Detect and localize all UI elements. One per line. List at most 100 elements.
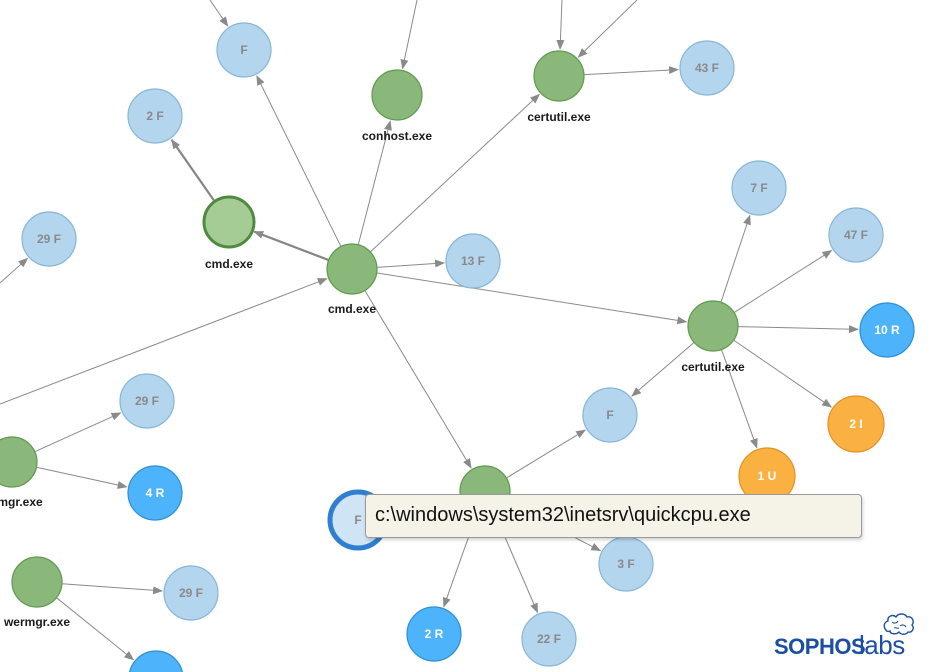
node-conhost[interactable]: conhost.exe bbox=[362, 69, 432, 143]
edge-cmd_center-to-cmd_left bbox=[253, 230, 330, 262]
edge-wermgr_1-to-r_4 bbox=[36, 466, 128, 489]
process-label: mgr.exe bbox=[0, 495, 43, 509]
node-f_29b[interactable]: 29 F bbox=[119, 373, 175, 429]
edge-cmd_center-to-f_top bbox=[256, 75, 342, 247]
process-label: conhost.exe bbox=[362, 129, 432, 143]
node-circle-process[interactable] bbox=[0, 436, 38, 488]
node-circle-process[interactable] bbox=[533, 50, 585, 102]
node-i_2[interactable]: 2 I bbox=[827, 395, 885, 453]
edge-certutil_right-to-i_2 bbox=[733, 339, 833, 408]
node-circle-file[interactable] bbox=[521, 611, 577, 667]
edge-quickcpu-to-f_mid bbox=[506, 429, 587, 479]
sophoslabs-logo: SOPHOS labs bbox=[774, 612, 934, 662]
edge-ext_left2-to-f_29a bbox=[0, 257, 29, 284]
node-certutil_right[interactable]: certutil.exe bbox=[681, 300, 745, 374]
path-tooltip: c:\windows\system32\inetsrv\quickcpu.exe bbox=[365, 494, 862, 538]
edge-wermgr_1-to-f_29b bbox=[34, 412, 122, 453]
process-label: certutil.exe bbox=[527, 110, 591, 124]
node-count-label: 3 F bbox=[617, 557, 634, 571]
node-circle-process[interactable] bbox=[326, 243, 378, 295]
node-circle-file[interactable] bbox=[731, 160, 787, 216]
edge-certutil_top-to-f_43 bbox=[583, 66, 680, 76]
node-f_22[interactable]: 22 F bbox=[521, 611, 577, 667]
node-circle-file[interactable] bbox=[216, 22, 272, 78]
node-wermgr_2[interactable]: wermgr.exe bbox=[3, 556, 70, 629]
node-count-label: F bbox=[240, 43, 247, 57]
node-f_13[interactable]: 13 F bbox=[445, 233, 501, 289]
node-circle-process[interactable] bbox=[371, 69, 423, 121]
node-layer: F 2 F 29 F conhost.exe certutil.exe 43 F cmd.e… bbox=[0, 22, 915, 672]
node-wermgr_1[interactable]: mgr.exe bbox=[0, 436, 43, 509]
node-certutil_top[interactable]: certutil.exe bbox=[527, 50, 591, 124]
node-circle-other[interactable] bbox=[827, 395, 885, 453]
node-count-label: 47 F bbox=[844, 228, 868, 242]
edge-cmd_center-to-quickcpu bbox=[364, 290, 472, 469]
node-circle-registry[interactable] bbox=[127, 465, 183, 521]
node-circle-registry[interactable] bbox=[129, 650, 183, 672]
node-f_3[interactable]: 3 F bbox=[598, 536, 654, 592]
process-label: cmd.exe bbox=[328, 302, 376, 316]
node-circle-file[interactable] bbox=[127, 88, 183, 144]
node-cmd_center[interactable]: cmd.exe bbox=[326, 243, 378, 316]
node-count-label: 29 F bbox=[179, 586, 203, 600]
edge-certutil_right-to-f_7 bbox=[720, 214, 751, 303]
node-circle-registry[interactable] bbox=[859, 302, 915, 358]
node-f_top[interactable]: F bbox=[216, 22, 272, 78]
node-circle-file[interactable] bbox=[163, 565, 219, 621]
node-count-label: 1 U bbox=[758, 469, 777, 483]
node-count-label: 2 R bbox=[425, 627, 444, 641]
process-label: cmd.exe bbox=[205, 257, 253, 271]
edge-cmd_center-to-certutil_right bbox=[376, 272, 688, 325]
node-f_47[interactable]: 47 F bbox=[828, 207, 884, 263]
node-count-label: 4 R bbox=[146, 486, 165, 500]
node-count-label: 2 I bbox=[849, 417, 862, 431]
node-circle-process_selected[interactable] bbox=[202, 195, 256, 249]
node-f_43[interactable]: 43 F bbox=[679, 40, 735, 96]
node-r_4[interactable]: 4 R bbox=[127, 465, 183, 521]
node-count-label: F bbox=[354, 513, 361, 527]
edge-cmd_center-to-f_13 bbox=[376, 259, 446, 268]
node-circle-file[interactable] bbox=[445, 233, 501, 289]
node-circle-file[interactable] bbox=[582, 387, 638, 443]
node-count-label: 7 F bbox=[750, 181, 767, 195]
node-f_7[interactable]: 7 F bbox=[731, 160, 787, 216]
node-f_29a[interactable]: 29 F bbox=[21, 211, 77, 267]
node-f_2[interactable]: 2 F bbox=[127, 88, 183, 144]
node-r_bottom[interactable] bbox=[129, 650, 183, 672]
edge-certutil_right-to-u_1 bbox=[720, 349, 758, 449]
edge-ext_left-to-cmd_center bbox=[0, 278, 328, 405]
edge-certutil_right-to-f_47 bbox=[733, 250, 833, 313]
edge-ext_top_right-to-certutil_top bbox=[577, 0, 638, 58]
node-circle-file[interactable] bbox=[21, 211, 77, 267]
node-r_10[interactable]: 10 R bbox=[859, 302, 915, 358]
node-count-label: 29 F bbox=[37, 232, 61, 246]
edge-ext_top_conhost-to-conhost bbox=[400, 0, 418, 70]
node-circle-process[interactable] bbox=[11, 556, 63, 608]
node-r_2[interactable]: 2 R bbox=[406, 606, 462, 662]
node-count-label: 29 F bbox=[135, 394, 159, 408]
node-circle-process[interactable] bbox=[687, 300, 739, 352]
node-circle-file[interactable] bbox=[828, 207, 884, 263]
node-count-label: F bbox=[606, 408, 613, 422]
node-count-label: 2 F bbox=[146, 109, 163, 123]
node-circle-file[interactable] bbox=[119, 373, 175, 429]
edge-ext_top_certutil-to-certutil_top bbox=[556, 0, 565, 51]
edge-certutil_right-to-f_mid bbox=[631, 341, 695, 397]
edge-cmd_center-to-conhost bbox=[357, 120, 392, 245]
node-count-label: 22 F bbox=[537, 632, 561, 646]
logo-brand: SOPHOS bbox=[774, 634, 866, 659]
brain-icon bbox=[883, 613, 914, 635]
tooltip-text: c:\windows\system32\inetsrv\quickcpu.exe bbox=[375, 504, 751, 526]
edge-certutil_right-to-r_10 bbox=[737, 325, 860, 334]
process-label: certutil.exe bbox=[681, 360, 745, 374]
process-label: wermgr.exe bbox=[3, 615, 70, 629]
node-count-label: 13 F bbox=[461, 254, 485, 268]
node-f_mid[interactable]: F bbox=[582, 387, 638, 443]
node-circle-file[interactable] bbox=[679, 40, 735, 96]
node-cmd_left[interactable]: cmd.exe bbox=[202, 195, 256, 271]
node-circle-registry[interactable] bbox=[406, 606, 462, 662]
node-f_29c[interactable]: 29 F bbox=[163, 565, 219, 621]
edge-cmd_center-to-certutil_top bbox=[369, 93, 540, 253]
edge-ext_top_left-to-f_top bbox=[209, 0, 229, 27]
